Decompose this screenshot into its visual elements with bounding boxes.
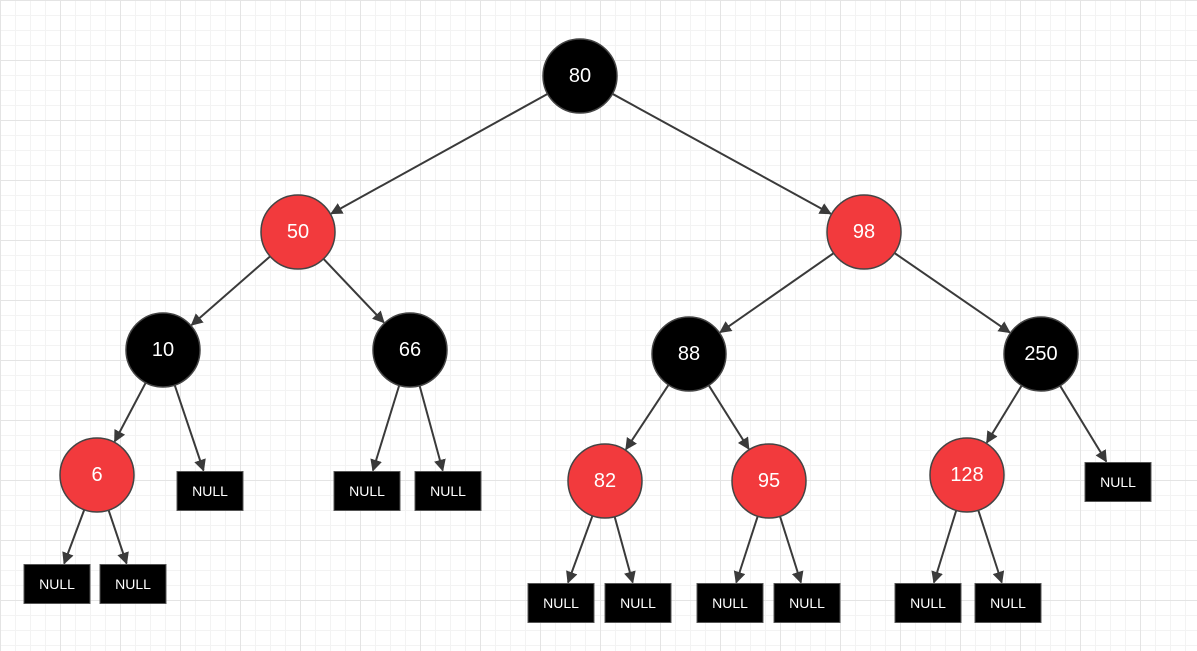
null-box bbox=[414, 471, 482, 511]
node-value: 98 bbox=[853, 221, 875, 243]
null-label: NULL bbox=[543, 595, 579, 611]
black-node-circle bbox=[1003, 316, 1079, 392]
tree-node-98: 98 bbox=[826, 194, 902, 270]
null-box bbox=[527, 583, 595, 623]
tree-node-10: 10 bbox=[125, 312, 201, 388]
tree-node-6: 6 bbox=[59, 437, 135, 513]
null-leaf-null-6-right: NULL bbox=[99, 564, 167, 604]
edge-n66-null-66-right bbox=[418, 385, 446, 472]
null-leaf-null-82-right: NULL bbox=[604, 583, 672, 623]
null-leaf-null-82-left: NULL bbox=[527, 583, 595, 623]
null-label: NULL bbox=[990, 595, 1026, 611]
tree-node-250: 250 bbox=[1003, 316, 1079, 392]
null-label: NULL bbox=[1100, 474, 1136, 490]
edge-n50-n66 bbox=[322, 258, 385, 324]
null-label: NULL bbox=[620, 595, 656, 611]
black-node-circle bbox=[651, 316, 727, 392]
tree-node-82: 82 bbox=[567, 443, 643, 519]
null-leaf-null-250-right: NULL bbox=[1084, 462, 1152, 502]
red-node-circle bbox=[260, 194, 336, 270]
node-value: 66 bbox=[399, 339, 421, 361]
null-box bbox=[176, 471, 244, 511]
black-node-circle bbox=[542, 38, 618, 114]
edges-layer bbox=[62, 92, 1108, 584]
null-leaf-null-66-right: NULL bbox=[414, 471, 482, 511]
red-node-circle bbox=[826, 194, 902, 270]
null-label: NULL bbox=[712, 595, 748, 611]
null-label: NULL bbox=[910, 595, 946, 611]
edge-n250-null-250-right bbox=[1059, 385, 1108, 463]
node-value: 250 bbox=[1024, 343, 1057, 365]
tree-node-50: 50 bbox=[260, 194, 336, 270]
node-value: 50 bbox=[287, 221, 309, 243]
null-label: NULL bbox=[349, 483, 385, 499]
black-node-circle bbox=[125, 312, 201, 388]
node-value: 10 bbox=[152, 339, 174, 361]
null-leaf-null-95-right: NULL bbox=[773, 583, 841, 623]
edge-n88-n82 bbox=[625, 384, 670, 451]
red-node-circle bbox=[731, 443, 807, 519]
null-leaf-null-128-left: NULL bbox=[894, 583, 962, 623]
tree-node-88: 88 bbox=[651, 316, 727, 392]
edge-n98-n250 bbox=[893, 252, 1011, 334]
null-label: NULL bbox=[192, 483, 228, 499]
edge-n82-null-82-left bbox=[566, 515, 594, 584]
edge-n128-null-128-right bbox=[977, 509, 1005, 584]
null-box bbox=[894, 583, 962, 623]
node-value: 80 bbox=[569, 65, 591, 87]
edge-n6-null-6-left bbox=[62, 509, 86, 565]
node-value: 82 bbox=[594, 470, 616, 492]
null-box bbox=[696, 583, 764, 623]
null-leaf-null-95-left: NULL bbox=[696, 583, 764, 623]
red-node-circle bbox=[59, 437, 135, 513]
tree-node-66: 66 bbox=[372, 312, 448, 388]
null-leaf-null-128-right: NULL bbox=[974, 583, 1042, 623]
edge-n66-null-66-left bbox=[370, 385, 401, 472]
edge-n80-n98 bbox=[611, 92, 832, 215]
null-leaf-null-6-left: NULL bbox=[23, 564, 91, 604]
null-box bbox=[333, 471, 401, 511]
edge-n88-n95 bbox=[707, 384, 750, 450]
edge-n98-n88 bbox=[719, 252, 835, 334]
edge-n6-null-6-right bbox=[107, 509, 129, 565]
node-value: 128 bbox=[950, 464, 983, 486]
null-box bbox=[1084, 462, 1152, 502]
red-node-circle bbox=[929, 437, 1005, 513]
null-leaf-null-66-left: NULL bbox=[333, 471, 401, 511]
edge-n128-null-128-left bbox=[931, 510, 958, 584]
null-label: NULL bbox=[789, 595, 825, 611]
null-box bbox=[974, 583, 1042, 623]
null-label: NULL bbox=[115, 576, 151, 592]
edge-n95-null-95-right bbox=[779, 516, 804, 584]
edge-n82-null-82-right bbox=[613, 516, 636, 584]
edge-n10-n6 bbox=[113, 382, 147, 443]
tree-node-80: 80 bbox=[542, 38, 618, 114]
edge-n10-null-10-right bbox=[173, 384, 206, 472]
tree-node-95: 95 bbox=[731, 443, 807, 519]
null-leaf-null-10-right: NULL bbox=[176, 471, 244, 511]
node-value: 95 bbox=[758, 470, 780, 492]
null-box bbox=[23, 564, 91, 604]
tree-node-128: 128 bbox=[929, 437, 1005, 513]
edge-n80-n50 bbox=[330, 93, 549, 215]
edge-n250-n128 bbox=[985, 385, 1023, 444]
node-value: 88 bbox=[678, 343, 700, 365]
null-label: NULL bbox=[39, 576, 75, 592]
null-box bbox=[99, 564, 167, 604]
null-box bbox=[773, 583, 841, 623]
edge-n50-n10 bbox=[190, 255, 271, 326]
edge-n95-null-95-left bbox=[733, 515, 759, 584]
black-node-circle bbox=[372, 312, 448, 388]
null-label: NULL bbox=[430, 483, 466, 499]
red-node-circle bbox=[567, 443, 643, 519]
null-box bbox=[604, 583, 672, 623]
node-value: 6 bbox=[91, 464, 102, 486]
